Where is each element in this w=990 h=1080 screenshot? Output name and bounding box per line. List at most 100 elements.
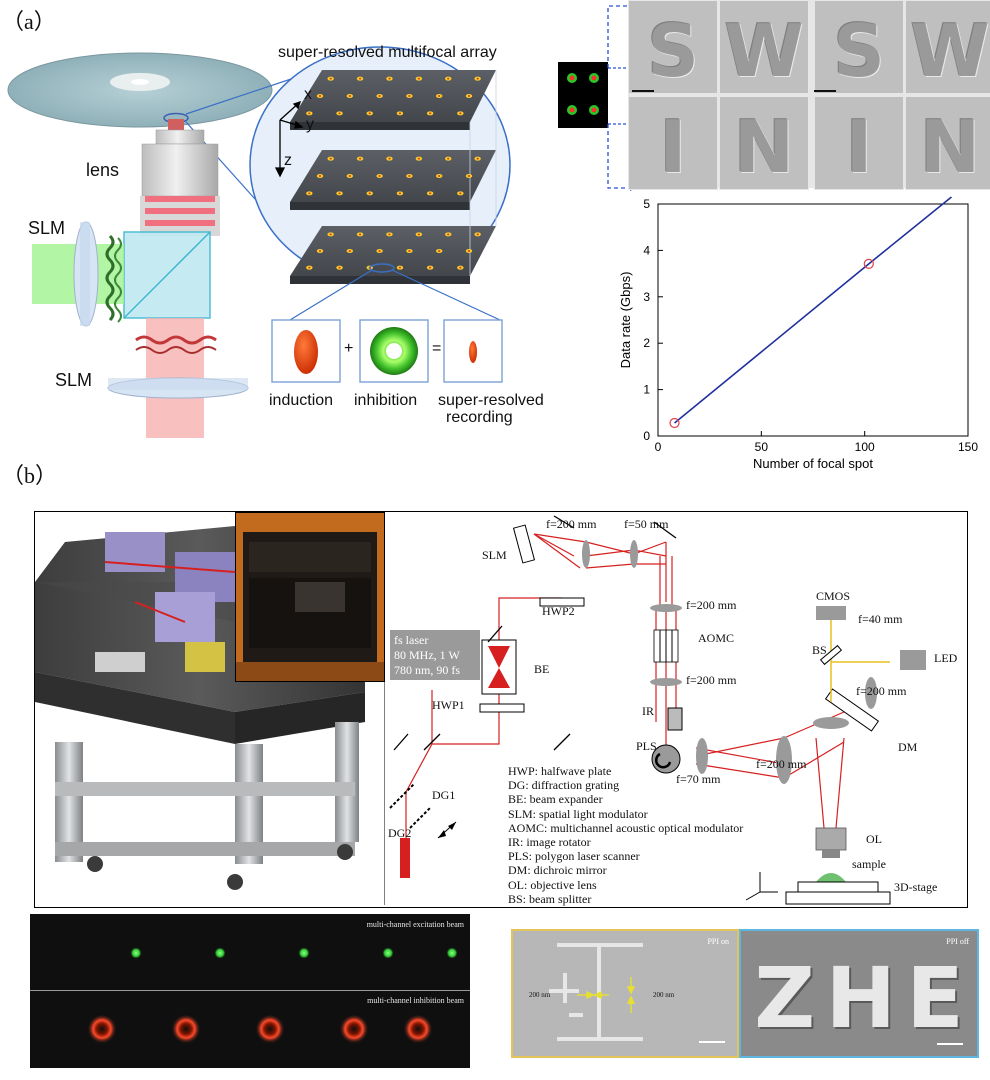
hwp1-label: HWP1 bbox=[432, 698, 465, 712]
equation-boxes bbox=[271, 319, 503, 383]
focal-dot-core bbox=[398, 192, 402, 195]
legend-dm: DM: dichroic mirror bbox=[508, 863, 607, 878]
f200b-label: f=200 mm bbox=[686, 598, 737, 612]
polygon-laser-scanner bbox=[651, 744, 681, 774]
focal-array-slabs bbox=[290, 70, 497, 284]
sem-letter-tile: W bbox=[719, 0, 809, 94]
legend-hwp: HWP: halfwave plate bbox=[508, 764, 612, 778]
stage-base bbox=[785, 891, 891, 905]
focal-dot-core bbox=[447, 157, 450, 160]
focal-dot-core bbox=[318, 250, 322, 252]
four-spot-inset bbox=[558, 62, 608, 128]
sem-letter: W bbox=[910, 9, 990, 93]
x-tick-label: 100 bbox=[855, 440, 875, 454]
slm-bottom-label: SLM bbox=[55, 370, 93, 390]
excitation-spot bbox=[298, 947, 310, 959]
inhibition-caption: inhibition bbox=[354, 392, 418, 409]
slm-element bbox=[512, 524, 536, 564]
green-wavefront-2 bbox=[114, 237, 122, 323]
dim-right-label: 200 nm bbox=[653, 991, 675, 999]
zhe-letter-z: Z bbox=[754, 949, 816, 1047]
focal-dot-core bbox=[338, 192, 341, 195]
data-marker bbox=[863, 258, 874, 269]
focal-dot-core bbox=[467, 175, 471, 177]
sem-letter: N bbox=[919, 105, 981, 189]
x-tick-label: 150 bbox=[958, 440, 978, 454]
cmos-sensor bbox=[816, 606, 846, 620]
focal-dot-core bbox=[368, 192, 371, 195]
lenses bbox=[582, 540, 877, 784]
focal-dot-core bbox=[308, 266, 311, 269]
hwp1-plate bbox=[479, 703, 525, 713]
focal-dot-core bbox=[388, 233, 391, 236]
legend-aomc: AOMC: multichannel acoustic optical modu… bbox=[508, 820, 744, 835]
inhibition-ring bbox=[339, 1014, 369, 1044]
dim-left-label: 200 nm bbox=[529, 991, 551, 999]
image-rotator bbox=[667, 707, 683, 731]
focal-dot-core bbox=[408, 95, 411, 97]
focal-dot-core bbox=[476, 233, 479, 236]
stage-axes-icon bbox=[745, 872, 778, 901]
legend-dg: DG: diffraction grating bbox=[508, 778, 620, 793]
ol-label: OL bbox=[866, 832, 882, 846]
beam-splitter-cube bbox=[123, 231, 211, 319]
sem-letter-tile: N bbox=[905, 96, 990, 190]
legend-ol: OL: objective lens bbox=[508, 877, 597, 892]
axis-z-label: z bbox=[284, 152, 292, 169]
inhibition-ring bbox=[87, 1014, 117, 1044]
inhibition-ring bbox=[171, 1014, 201, 1044]
focal-dot-core bbox=[348, 250, 351, 252]
induction-caption: induction bbox=[269, 392, 334, 409]
excitation-spot bbox=[130, 947, 142, 959]
excitation-spots bbox=[130, 947, 458, 959]
y-tick-label: 5 bbox=[643, 197, 650, 211]
dg1-label: DG1 bbox=[432, 788, 456, 802]
inhibition-rings bbox=[87, 1014, 433, 1044]
legend-bs: BS: beam splitter bbox=[508, 891, 592, 906]
beam-spots bbox=[87, 947, 458, 1044]
aomc-label: AOMC bbox=[698, 631, 735, 645]
focal-dot-core bbox=[438, 95, 441, 97]
xyz-axes bbox=[274, 100, 304, 178]
recording-caption: recording bbox=[446, 409, 513, 426]
excitation-beam-label: multi-channel excitation beam bbox=[366, 920, 464, 929]
sem-letter-tile: S bbox=[814, 0, 904, 94]
focal-dot-core bbox=[476, 157, 479, 160]
focal-dot-core bbox=[368, 112, 371, 115]
focal-dot-core bbox=[308, 112, 311, 115]
slm-bottom-plate bbox=[107, 377, 249, 399]
f200e-label: f=200 mm bbox=[856, 684, 907, 698]
focal-dot-core bbox=[417, 157, 421, 160]
focal-dot-core bbox=[417, 233, 421, 236]
x-tick-label: 50 bbox=[755, 440, 769, 454]
stage-label: 3D-stage bbox=[894, 880, 938, 894]
ppi-on-label: PPI on bbox=[707, 937, 729, 946]
ir-label: IR bbox=[642, 704, 654, 718]
sem-letter-tile: I bbox=[628, 96, 718, 190]
induction-spot-icon bbox=[294, 330, 318, 374]
f200a-label: f=200 mm bbox=[546, 517, 597, 531]
axis-y-label: y bbox=[306, 116, 314, 133]
focal-dot-core bbox=[329, 77, 332, 80]
slm-top-label: SLM bbox=[28, 218, 66, 238]
focal-dot-core bbox=[338, 266, 341, 269]
focal-dot-core bbox=[308, 192, 311, 195]
focal-dot-core bbox=[358, 77, 362, 80]
x-tick-label: 0 bbox=[655, 440, 662, 454]
excitation-spot bbox=[446, 947, 458, 959]
sem-letter: N bbox=[733, 105, 795, 189]
focal-dot-core bbox=[467, 95, 471, 97]
ppi-off-scalebar bbox=[937, 1043, 963, 1045]
sem-letter: S bbox=[647, 9, 699, 93]
led-source bbox=[900, 650, 926, 670]
y-tick-label: 2 bbox=[643, 336, 650, 350]
focal-dot-core bbox=[428, 266, 432, 269]
inhibition-beam-label: multi-channel inhibition beam bbox=[367, 996, 464, 1005]
x-axis-label: Number of focal spot bbox=[753, 456, 873, 471]
slm-label: SLM bbox=[482, 548, 507, 562]
optical-schematic bbox=[384, 512, 926, 905]
focal-dot-core bbox=[398, 112, 402, 115]
aomc-modulator bbox=[653, 629, 679, 663]
focal-dot-core bbox=[388, 157, 391, 160]
slm-top-plate bbox=[73, 221, 99, 327]
